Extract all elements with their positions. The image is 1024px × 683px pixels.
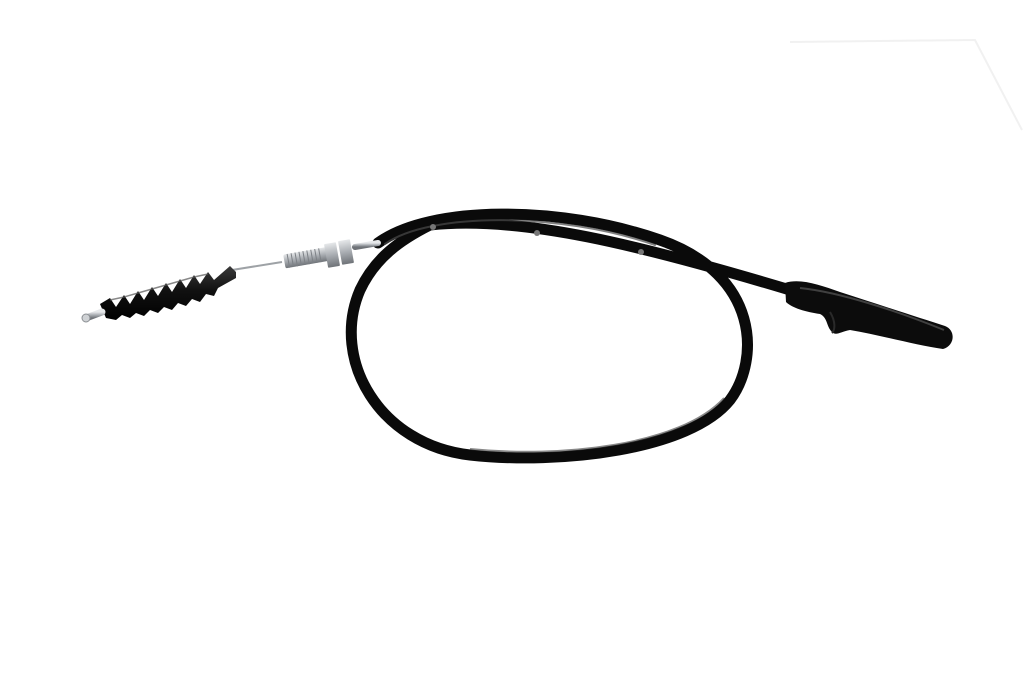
inner-wire: [231, 240, 381, 271]
lever-end-fitting: [785, 281, 953, 349]
background-edge: [789, 38, 1023, 131]
cable-end-tip: [81, 308, 106, 323]
cable-marking: [534, 230, 540, 236]
lock-nut: [324, 242, 340, 268]
rubber-boot: [100, 266, 236, 320]
cable-marking: [430, 224, 436, 230]
cable-housing: [345, 208, 796, 464]
lock-nut: [338, 239, 354, 265]
cable-marking: [638, 249, 644, 255]
threaded-adjuster: [283, 239, 354, 269]
